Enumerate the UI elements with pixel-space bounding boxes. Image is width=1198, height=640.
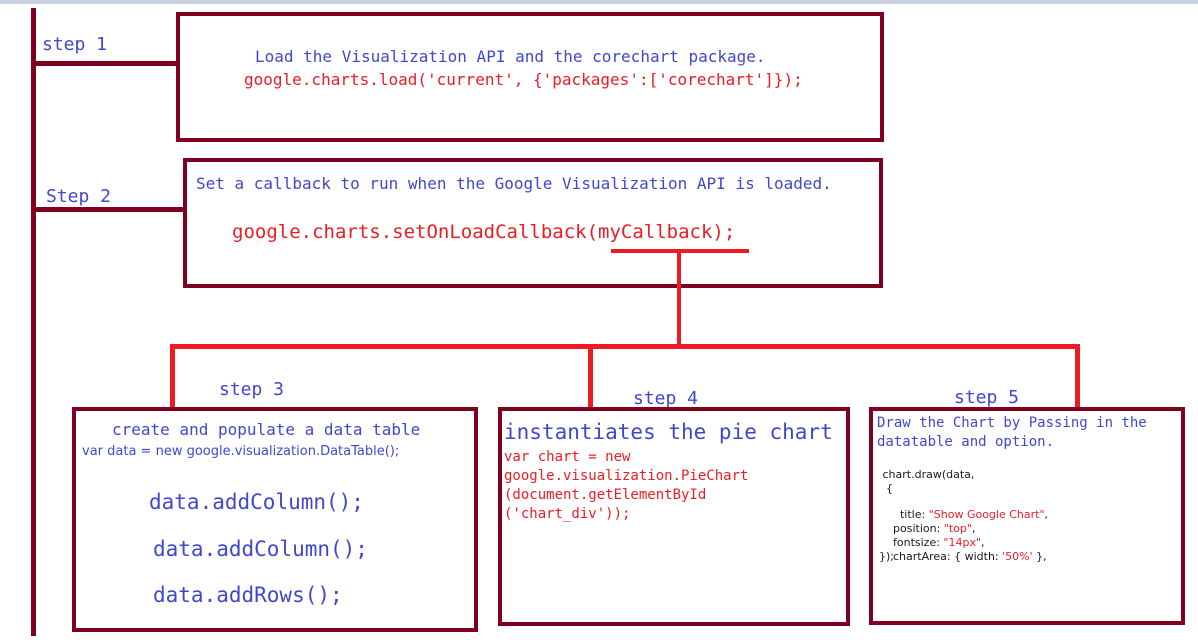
callback-connector-vertical <box>677 251 681 347</box>
step-3-call-1: data.addColumn(); <box>149 490 364 514</box>
connector-to-step-5 <box>1075 344 1080 408</box>
step-1-box: Load the Visualization API and the corec… <box>176 12 884 142</box>
step-1-description: Load the Visualization API and the corec… <box>255 47 766 66</box>
step-5-code-line-4: position: "top", <box>893 522 976 535</box>
step-3-description: create and populate a data table <box>112 420 421 439</box>
step-5-code-line-6: chartArea: { width: '50%' }, <box>879 537 1047 576</box>
step-4-code-line-4: ('chart_div')); <box>504 506 631 522</box>
step-4-box: instantiates the pie chart var chart = n… <box>498 407 850 626</box>
step-1-code: google.charts.load('current', {'packages… <box>244 70 803 89</box>
step-2-branch-line <box>33 207 185 212</box>
step-3-box: create and populate a data table var dat… <box>72 407 478 632</box>
top-border <box>0 0 1198 4</box>
step-4-label: step 4 <box>633 388 699 409</box>
position-key: position: <box>893 522 944 535</box>
title-key: title: <box>893 508 929 521</box>
step-5-label: step 5 <box>954 387 1020 408</box>
step-3-code: var data = new google.visualization.Data… <box>82 444 400 459</box>
step-5-box: Draw the Chart by Passing in the datatab… <box>869 407 1185 625</box>
step-4-code-line-1: var chart = new <box>504 449 631 465</box>
title-value: "Show Google Chart" <box>928 508 1045 521</box>
step-5-code-line-7: }); <box>879 550 894 563</box>
step-2-description: Set a callback to run when the Google Vi… <box>196 174 832 193</box>
step-3-call-3: data.addRows(); <box>153 583 343 607</box>
step-3-label: step 3 <box>219 379 285 400</box>
step-4-code-line-3: (document.getElementById <box>504 487 707 503</box>
step-4-code-line-2: google.visualization.PieChart <box>504 468 749 484</box>
step-5-code-line-5: fontsize: "14px", <box>893 536 985 549</box>
step-1-branch-line <box>33 61 180 66</box>
step-5-code-line-3: title: "Show Google Chart", <box>893 508 1049 521</box>
timeline-vertical-line <box>31 8 36 636</box>
chartarea-width-value: '50%' <box>1002 550 1033 563</box>
connector-to-step-3 <box>170 344 175 410</box>
fontsize-value: "14px" <box>943 536 982 549</box>
fontsize-key: fontsize: <box>893 536 944 549</box>
step-5-description-line-1: Draw the Chart by Passing in the <box>877 415 1147 431</box>
step-1-label: step 1 <box>42 34 108 55</box>
step-2-box: Set a callback to run when the Google Vi… <box>183 158 883 288</box>
chartarea-end: }, <box>1032 550 1047 563</box>
step-3-call-2: data.addColumn(); <box>153 537 368 561</box>
step-2-code: google.charts.setOnLoadCallback(myCallba… <box>232 221 736 243</box>
connector-to-step-4 <box>588 344 593 410</box>
step-4-description: instantiates the pie chart <box>504 420 833 444</box>
step-5-description-line-2: datatable and option. <box>877 434 1055 450</box>
step-2-label: Step 2 <box>46 186 112 207</box>
position-value: "top" <box>943 522 972 535</box>
callback-connector-horizontal <box>170 344 1080 349</box>
chartarea-key: chartArea: { width: <box>893 550 1003 563</box>
step-5-code-line-1: chart.draw(data, <box>879 468 975 481</box>
step-5-code-line-2: { <box>879 482 893 495</box>
